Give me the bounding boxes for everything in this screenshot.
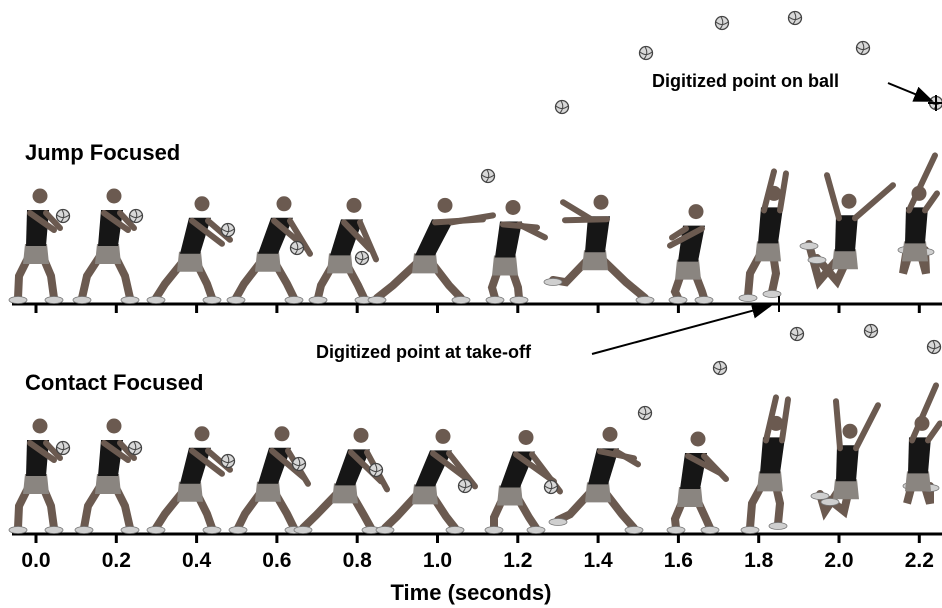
takeoff-point-annotation: Digitized point at take-off — [316, 342, 531, 362]
volleyball-icon — [554, 99, 570, 115]
time-axis-title: Time (seconds) — [390, 580, 552, 605]
athlete-figure — [375, 428, 478, 534]
volleyball-icon — [480, 168, 496, 184]
jump-focused-figures — [8, 152, 940, 304]
athlete-figure — [8, 418, 64, 534]
volleyball-icon — [863, 323, 879, 339]
tick-label: 0.2 — [101, 549, 131, 572]
volleyball-icon — [789, 326, 805, 342]
athlete-figure — [8, 188, 64, 304]
tick-label: 0.4 — [181, 549, 212, 572]
athlete-figure — [902, 382, 942, 505]
volleyball-icon — [289, 240, 305, 256]
bottom-tick-marks — [34, 534, 921, 543]
tick-label: 1.6 — [663, 549, 693, 572]
volleyball-icon — [787, 10, 803, 26]
athlete-figure — [226, 196, 313, 304]
ball-trajectory — [55, 10, 942, 495]
volleyball-icon — [368, 462, 384, 478]
athlete-figure — [485, 199, 548, 304]
athlete-figure — [740, 394, 791, 534]
athlete-figure — [666, 431, 729, 534]
athlete-figure — [74, 418, 140, 534]
tick-label: 2.0 — [824, 549, 854, 572]
tick-label: 0.0 — [21, 549, 51, 572]
ball-arrow — [887, 82, 934, 102]
volleyball-icon — [543, 479, 559, 495]
volleyball-icon — [127, 440, 143, 456]
volleyball-icon — [55, 440, 71, 456]
athlete-figure — [810, 398, 881, 521]
volleyball-icon — [638, 45, 654, 61]
volleyball-icon — [220, 222, 236, 238]
volleyball-icon — [457, 478, 473, 494]
tick-label: 2.2 — [904, 549, 934, 572]
contact-focused-figures — [8, 382, 942, 534]
athlete-figure — [293, 427, 390, 534]
tick-label: 0.8 — [342, 549, 372, 572]
tick-label: 1.8 — [744, 549, 774, 572]
jump-focused-title: Jump Focused — [25, 140, 181, 165]
tick-label: 1.4 — [583, 549, 613, 572]
athlete-figure — [897, 152, 940, 275]
volleyball-icon — [637, 405, 653, 421]
athlete-figure — [799, 172, 896, 290]
athlete-figure — [738, 168, 789, 302]
athlete-figure — [308, 197, 379, 304]
contact-focused-title: Contact Focused — [25, 370, 204, 395]
volleyball-icon — [128, 208, 144, 224]
athlete-figure — [72, 188, 140, 304]
athlete-figure — [146, 196, 233, 304]
athlete-figure — [367, 197, 496, 304]
athlete-figure — [543, 194, 655, 304]
athlete-figure — [228, 426, 311, 534]
volleyball-icon — [354, 250, 370, 266]
volleyball-icon — [220, 453, 236, 469]
volleyball-icon — [55, 208, 71, 224]
volleyball-icon — [291, 456, 307, 472]
tick-label: 1.0 — [422, 549, 453, 572]
athlete-figure — [548, 426, 644, 534]
ball-crosshair-icon — [928, 95, 942, 111]
takeoff-crosshair-icon — [771, 296, 787, 312]
takeoff-arrow — [591, 302, 772, 355]
ball-point-annotation: Digitized point on ball — [652, 71, 839, 91]
volleyball-icon — [712, 360, 728, 376]
tick-label: 1.2 — [503, 549, 533, 572]
volleyball-icon — [714, 15, 730, 31]
tick-label: 0.6 — [262, 549, 292, 572]
athlete-figure — [667, 204, 714, 304]
volleyball-icon — [855, 40, 871, 56]
volleyball-icon — [926, 339, 942, 355]
athlete-figure — [146, 426, 233, 534]
